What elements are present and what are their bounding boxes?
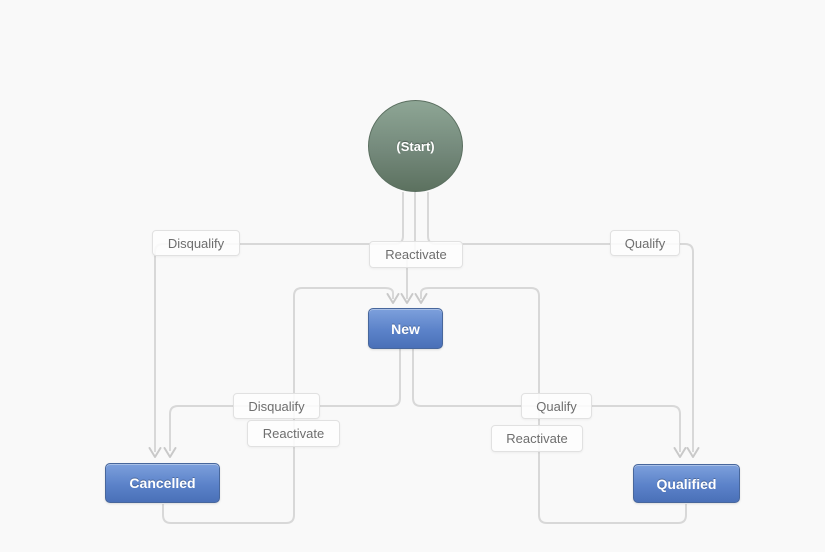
state-node-cancelled[interactable]: Cancelled [105,463,220,503]
transition-label-reactivate-into-new[interactable]: Reactivate [369,241,463,268]
transition-label-disqualify-from-new[interactable]: Disqualify [233,393,320,419]
transition-label-disqualify-from-start[interactable]: Disqualify [152,230,240,256]
arrowhead-down-icon [400,293,414,304]
transition-label-qualify-from-start[interactable]: Qualify [610,230,680,256]
arrowhead-down-icon [686,447,700,458]
transition-label-reactivate-from-cancelled[interactable]: Reactivate [247,420,340,447]
state-node-new[interactable]: New [368,308,443,349]
arrowhead-down-icon [673,447,687,458]
connector-start-to-qualified [427,192,694,452]
arrowhead-down-icon [414,293,428,304]
arrowhead-down-icon [386,293,400,304]
transition-label-qualify-from-new[interactable]: Qualify [521,393,592,419]
arrowhead-down-icon [148,447,162,458]
start-node[interactable]: (Start) [368,100,463,192]
transition-label-reactivate-from-qualified[interactable]: Reactivate [491,425,583,452]
arrowhead-down-icon [163,447,177,458]
state-node-qualified[interactable]: Qualified [633,464,740,503]
